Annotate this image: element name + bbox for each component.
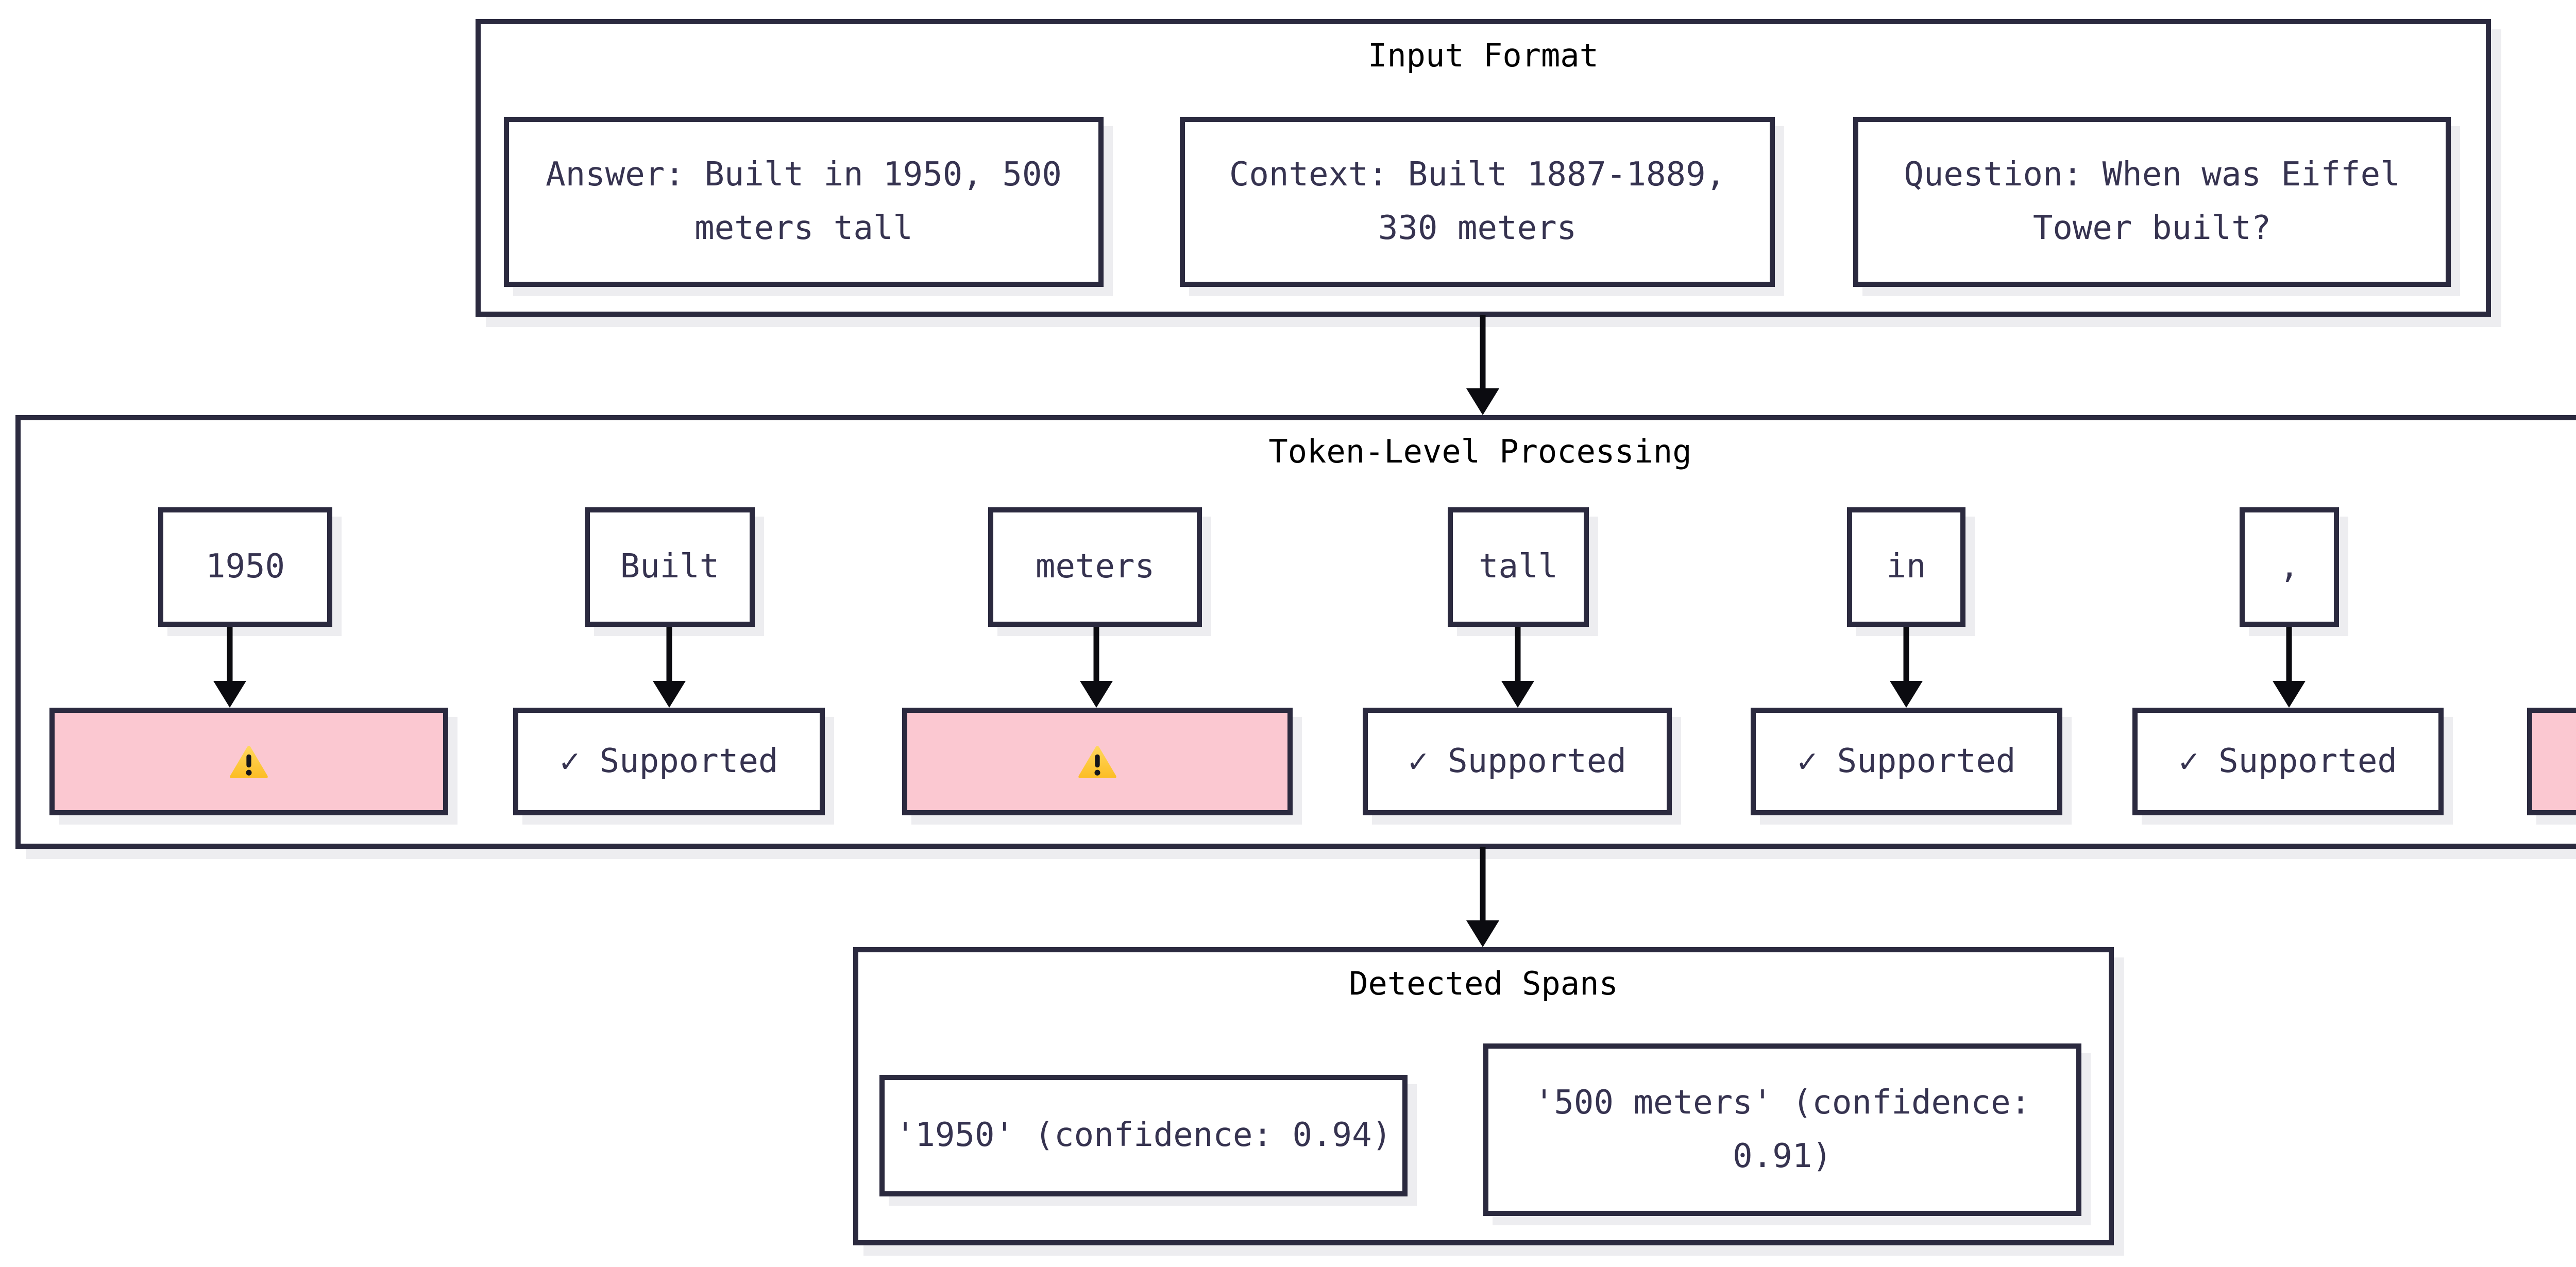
arrow-head — [1501, 681, 1534, 708]
arrow-head — [2273, 681, 2306, 708]
question-line-2: Tower built? — [2032, 209, 2272, 247]
arrow-shaft — [1093, 627, 1099, 683]
span-500-line-2: 0.91) — [1733, 1137, 1832, 1175]
detected-spans-section: Detected Spans '1950' (confidence: 0.94)… — [853, 947, 2114, 1245]
warning-icon — [230, 745, 268, 778]
context-box: Context: Built 1887-1889, 330 meters — [1180, 117, 1775, 287]
arrow-head — [1890, 681, 1923, 708]
answer-line-2: meters tall — [694, 209, 913, 247]
arrow-input-to-tokens — [1465, 315, 1501, 415]
supported-label: ✓ Supported — [1408, 742, 1626, 780]
arrow-shaft — [1903, 627, 1909, 683]
arrow-token-meters — [1078, 627, 1114, 708]
detected-spans-title: Detected Spans — [1349, 965, 1618, 1002]
arrow-head — [1080, 681, 1113, 708]
status-supported-comma: ✓ Supported — [2132, 708, 2444, 815]
status-warning-500 — [2527, 708, 2576, 815]
arrow-token-in — [1888, 627, 1924, 708]
supported-label: ✓ Supported — [560, 742, 778, 780]
supported-label: ✓ Supported — [1797, 742, 2016, 780]
span-500-line-1: '500 meters' (confidence: — [1534, 1083, 2031, 1122]
arrow-tokens-to-spans — [1465, 847, 1501, 947]
token-built: Built — [585, 507, 755, 627]
arrow-shaft — [227, 627, 233, 683]
token-comma: , — [2240, 507, 2339, 627]
context-line-2: 330 meters — [1378, 209, 1577, 247]
arrow-shaft — [1480, 847, 1486, 922]
arrow-shaft — [1480, 315, 1486, 390]
token-label: Built — [620, 547, 720, 586]
arrow-head — [653, 681, 686, 708]
arrow-token-built — [651, 627, 687, 708]
input-format-title: Input Format — [1368, 37, 1599, 74]
arrow-token-comma — [2271, 627, 2307, 708]
token-label: , — [2279, 547, 2299, 586]
arrow-head — [1466, 388, 1499, 415]
token-label: in — [1886, 547, 1926, 586]
token-in: in — [1847, 507, 1965, 627]
answer-line-1: Answer: Built in 1950, 500 — [546, 156, 1062, 194]
input-format-section: Input Format Answer: Built in 1950, 500 … — [476, 19, 2491, 317]
span-500-meters-box: '500 meters' (confidence: 0.91) — [1483, 1043, 2081, 1216]
answer-box: Answer: Built in 1950, 500 meters tall — [504, 117, 1104, 287]
status-supported-built: ✓ Supported — [513, 708, 825, 815]
token-label: 1950 — [205, 547, 285, 586]
warning-icon — [1078, 745, 1116, 778]
status-supported-tall: ✓ Supported — [1363, 708, 1672, 815]
token-processing-title: Token-Level Processing — [1268, 433, 1692, 470]
supported-label: ✓ Supported — [2179, 742, 2397, 780]
token-label: meters — [1035, 547, 1155, 586]
status-warning-meters — [902, 708, 1293, 815]
arrow-token-tall — [1500, 627, 1536, 708]
token-processing-section: Token-Level Processing 1950 Built ✓ Supp… — [15, 415, 2576, 849]
span-1950-text: '1950' (confidence: 0.94) — [895, 1116, 1392, 1155]
arrow-shaft — [2286, 627, 2292, 683]
status-warning-1950 — [49, 708, 448, 815]
context-line-1: Context: Built 1887-1889, — [1229, 156, 1726, 194]
token-label: tall — [1478, 547, 1558, 586]
question-line-1: Question: When was Eiffel — [1904, 156, 2400, 194]
span-1950-box: '1950' (confidence: 0.94) — [879, 1075, 1408, 1196]
status-supported-in: ✓ Supported — [1751, 708, 2062, 815]
token-1950: 1950 — [158, 507, 332, 627]
arrow-shaft — [1515, 627, 1521, 683]
arrow-head — [213, 681, 246, 708]
token-meters: meters — [988, 507, 1202, 627]
question-box: Question: When was Eiffel Tower built? — [1853, 117, 2451, 287]
token-tall: tall — [1448, 507, 1589, 627]
arrow-head — [1466, 920, 1499, 947]
arrow-token-1950 — [212, 627, 248, 708]
arrow-shaft — [666, 627, 672, 683]
